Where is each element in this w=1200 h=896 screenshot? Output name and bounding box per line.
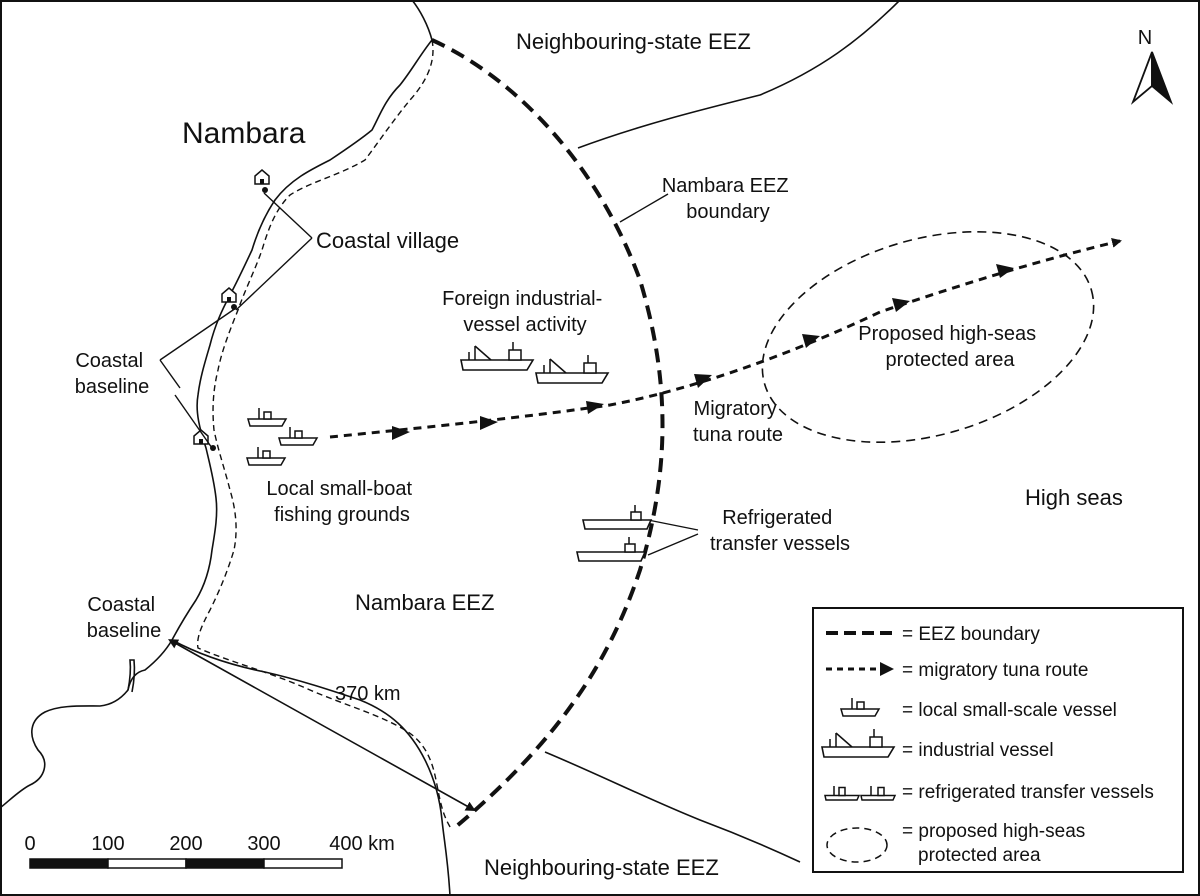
coastal-village-label: Coastal village — [316, 228, 459, 253]
eez-boundary — [431, 38, 665, 832]
coastline-south — [171, 639, 451, 896]
country-label: Nambara — [182, 117, 306, 150]
small-boat-icon — [247, 407, 287, 427]
legend-reefer-icon-2 — [860, 786, 897, 801]
eez-boundary-label: Nambara EEZ boundary — [662, 175, 794, 223]
scale-tick-100: 100 — [91, 833, 124, 855]
protected-area — [761, 230, 1095, 444]
neighbour-boundary-top — [577, 0, 901, 149]
foreign-activity-label: Foreign industrial- vessel activity — [442, 288, 608, 336]
neighbour-eez-top-label: Neighbouring-state EEZ — [516, 29, 751, 54]
north-label: N — [1138, 27, 1152, 49]
legend-industrial-label: = industrial vessel — [902, 740, 1054, 761]
industrial-vessel-icon — [535, 354, 609, 384]
village-markers — [193, 169, 270, 451]
coastal-baseline-lower-label: Coastal baseline — [87, 594, 162, 642]
house-icon — [254, 169, 270, 193]
legend-reefer-icon — [824, 786, 861, 801]
north-arrow: N — [1130, 27, 1174, 105]
distance-arrow — [168, 639, 476, 811]
river — [127, 659, 136, 693]
nambara-eez-label: Nambara EEZ — [355, 590, 494, 615]
neighbour-eez-bottom-label: Neighbouring-state EEZ — [484, 855, 719, 880]
coastal-baseline — [196, 39, 453, 831]
scale-tick-300: 300 — [247, 833, 280, 855]
legend: = EEZ boundary = migratory tuna route = … — [812, 607, 1184, 873]
legend-small-label: = local small-scale vessel — [902, 700, 1117, 721]
reefer-vessel-icon — [576, 536, 646, 562]
legend-route-label: = migratory tuna route — [902, 660, 1088, 681]
tuna-route — [329, 237, 1122, 439]
leader-lines — [159, 192, 699, 556]
small-boat-icon — [278, 426, 318, 446]
neighbour-boundary-bottom — [544, 751, 801, 863]
coastal-baseline-upper-label: Coastal baseline — [75, 350, 150, 398]
small-boat-icon — [246, 446, 286, 466]
distance-label: 370 km — [335, 683, 401, 705]
scale-bar: 0 100 200 300 400 km — [24, 833, 395, 869]
protected-area-label: Proposed high-seas protected area — [858, 323, 1041, 371]
tuna-route-arrows — [392, 264, 1014, 440]
scale-tick-400: 400 km — [329, 833, 395, 855]
coastline — [0, 0, 433, 809]
legend-protected-label: = proposed high-seas protected area — [902, 821, 1091, 866]
legend-reefer-label: = refrigerated transfer vessels — [902, 782, 1154, 803]
local-grounds-label: Local small-boat fishing grounds — [266, 478, 417, 526]
house-icon — [193, 429, 216, 451]
industrial-vessel-icon — [460, 341, 534, 371]
scale-tick-0: 0 — [24, 833, 35, 855]
legend-eez-label: = EEZ boundary — [902, 624, 1040, 645]
reefer-vessel-icon — [582, 504, 652, 530]
legend-protected-symbol — [826, 827, 888, 863]
tuna-route-label: Migratory tuna route — [693, 398, 783, 446]
refrigerated-label: Refrigerated transfer vessels — [710, 507, 850, 555]
scale-tick-200: 200 — [169, 833, 202, 855]
high-seas-label: High seas — [1025, 485, 1123, 510]
